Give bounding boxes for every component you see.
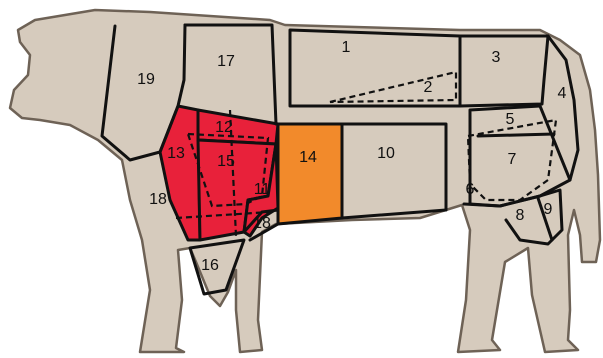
- cut-6-label: 6: [466, 181, 475, 198]
- cut-4-label: 4: [558, 85, 567, 102]
- cut-18-label: 18: [149, 191, 167, 208]
- cut-7-label: 7: [508, 151, 517, 168]
- cut-17-label: 17: [217, 53, 235, 70]
- cut-10-label: 10: [377, 145, 395, 162]
- cut-8-label: 8: [516, 207, 525, 224]
- cut-1-label: 1: [342, 39, 351, 56]
- cut-5-line: [478, 134, 554, 136]
- cut-3-label: 3: [492, 49, 501, 66]
- cut-12-label: 12: [215, 119, 233, 136]
- cut-2-label: 2: [424, 79, 433, 96]
- cut-5-label: 5: [506, 111, 515, 128]
- cut-13-label: 13: [167, 145, 185, 162]
- cut-9-label: 9: [544, 201, 553, 218]
- cut-16-label: 16: [201, 257, 219, 274]
- cut-15-label: 15: [217, 153, 235, 170]
- cut-11-label: 11: [254, 181, 271, 198]
- cut-14-label: 14: [299, 149, 317, 166]
- cut-18-secondary-label: 18: [253, 215, 271, 232]
- cut-14-region: [278, 124, 342, 224]
- cut-19-label: 19: [137, 71, 155, 88]
